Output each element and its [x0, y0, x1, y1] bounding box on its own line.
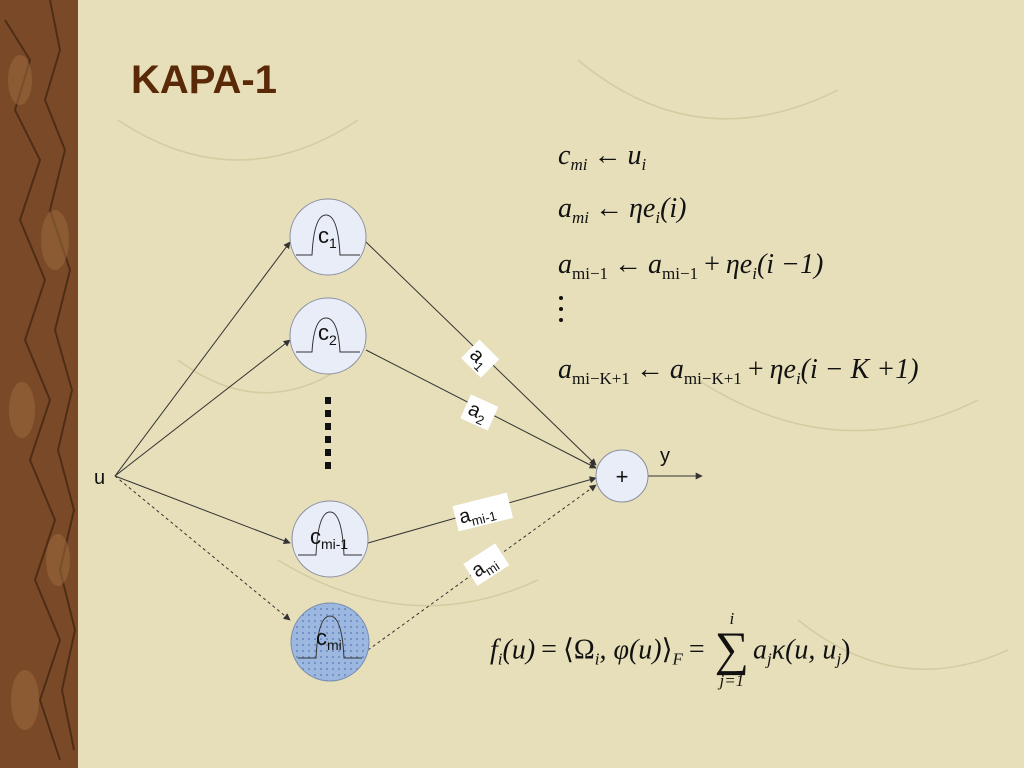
center-node-c1: c1 — [289, 198, 367, 276]
weight-label-ami-1: ami-1 — [452, 492, 514, 532]
svg-text:cmi-1: cmi-1 — [310, 524, 348, 552]
equation-a-k-update: ami−K+1←ami−K+1+ηei(i − K +1) — [558, 354, 919, 388]
equation-a-prev-update: ami−1←ami−1+ηei(i −1) — [558, 249, 824, 283]
center-label-cmi: c — [316, 625, 327, 650]
sum-node-label: + — [616, 464, 629, 489]
edge-input-c2 — [114, 339, 291, 477]
weight-label-ami: ami — [463, 543, 510, 586]
kernel-bump-icon — [298, 615, 362, 659]
decorative-side-strip — [0, 0, 78, 768]
ellipsis-dots — [325, 397, 331, 469]
summation: i∑j=1 — [714, 609, 749, 690]
sum-node: + — [595, 449, 649, 503]
center-node-cmi: cmi — [290, 602, 370, 682]
kernel-bump-icon — [296, 214, 360, 256]
center-node-c2: c2 — [289, 297, 367, 375]
center-sub-cmi-1: mi-1 — [321, 536, 348, 552]
svg-text:c1: c1 — [318, 223, 337, 251]
edge-input-cmi-1 — [114, 475, 291, 545]
edge-input-cmi — [114, 475, 291, 621]
center-sub-c1: 1 — [329, 235, 337, 251]
kernel-bump-icon — [298, 511, 362, 556]
center-sub-cmi: mi — [327, 637, 342, 653]
center-label-cmi-1: c — [310, 524, 321, 549]
kernel-bump-icon — [296, 317, 360, 353]
weight-label-a1: a1 — [461, 339, 500, 378]
slide-title: KAPA-1 — [131, 58, 277, 102]
equation-a-update: ami←ηei(i) — [558, 193, 687, 227]
center-sub-c2: 2 — [329, 332, 337, 348]
edge-input-c1 — [114, 241, 291, 477]
output-label: y — [660, 445, 670, 467]
parchment-texture-icon — [4, 0, 77, 761]
equation-ellipsis — [556, 296, 568, 330]
background-texture — [117, 59, 1009, 670]
equation-c-update: cmi←ui — [558, 140, 647, 174]
center-label-c2: c — [318, 320, 329, 345]
input-label: u — [94, 467, 105, 489]
center-label-c1: c — [318, 223, 329, 248]
center-node-cmi-1: cmi-1 — [291, 500, 369, 578]
svg-text:c2: c2 — [318, 320, 337, 348]
weight-label-a2: a2 — [460, 394, 499, 431]
svg-text:cmi: cmi — [316, 625, 342, 653]
